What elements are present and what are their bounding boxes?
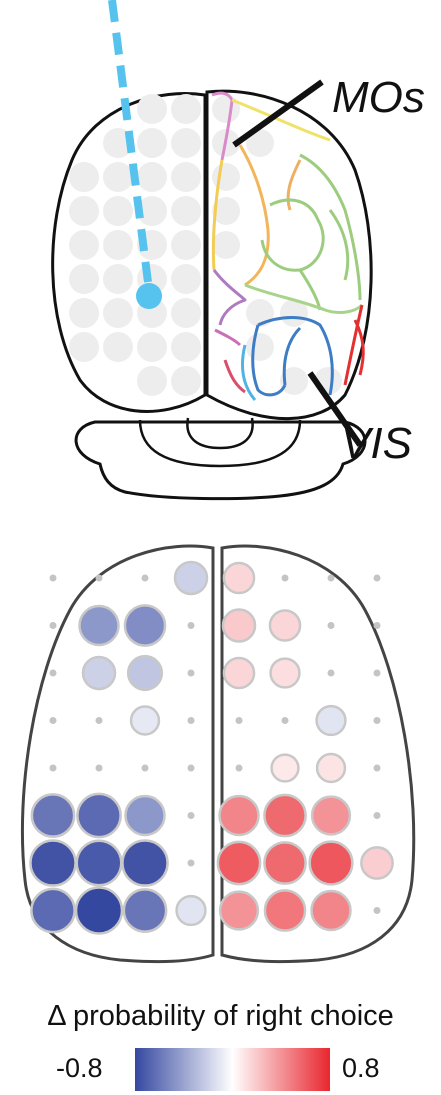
effect-dot-right-r7-c1 [263, 889, 307, 932]
effect-dot-left-r2-c2 [126, 654, 164, 692]
effect-dot-right-r3-c3 [373, 717, 381, 724]
effect-dot-right-r0-c3 [373, 574, 381, 582]
effect-dot-right-r6-c0 [216, 840, 262, 886]
effect-dot-left-r4-c3 [187, 764, 195, 772]
cerebellum-inner [138, 419, 302, 468]
effect-dot-left-r1-c0 [49, 622, 57, 629]
effect-dot-left-r6-c3 [187, 859, 195, 867]
effect-dot-right-r0-c0 [222, 561, 256, 595]
colorbar-max-label: 0.8 [342, 1053, 380, 1083]
cerebellum-outline [74, 420, 367, 501]
stimulation-grid [69, 94, 342, 396]
effect-dot-left-r2-c0 [49, 669, 57, 677]
effect-dot-right-r2-c2 [327, 669, 335, 677]
effect-dot-left-r1-c1 [78, 604, 120, 647]
effect-dot-left-r4-c0 [49, 764, 57, 772]
effect-dot-left-r0-c0 [49, 574, 57, 582]
cerebellum-vermis [186, 417, 254, 450]
effect-dot-left-r6-c1 [75, 839, 123, 887]
effect-dot-left-r5-c2 [124, 794, 166, 837]
effect-dot-left-r2-c1 [81, 655, 117, 691]
effect-dot-left-r3-c3 [187, 717, 195, 724]
effect-dot-left-r5-c0 [30, 793, 76, 838]
effect-dot-right-r4-c1 [270, 753, 300, 783]
effect-dot-right-r5-c3 [373, 812, 381, 819]
effect-dot-right-r6-c2 [308, 840, 354, 886]
colorbar-title: Δ probability of right choice [47, 1000, 394, 1032]
effect-dot-left-r5-c3 [187, 812, 195, 819]
effect-dot-left-r4-c1 [95, 764, 103, 772]
laser-probe-line [108, 0, 152, 283]
atlas-borders [211, 91, 365, 401]
effect-dot-left-r3-c1 [95, 717, 103, 724]
effect-dot-left-r1-c3 [187, 622, 195, 629]
vis-pointer [307, 371, 363, 447]
effect-dot-left-r5-c1 [76, 792, 122, 839]
top-brain-panel: MOs VIS [51, 0, 425, 501]
effect-dot-right-r6-c3 [360, 846, 394, 880]
effect-dot-right-r4-c2 [315, 752, 347, 784]
effect-dot-right-r4-c0 [235, 764, 243, 772]
effect-dot-right-r5-c0 [218, 794, 260, 837]
colorbar [135, 1048, 330, 1091]
effect-dot-right-r5-c2 [310, 795, 352, 836]
effect-dot-left-r2-c3 [187, 669, 195, 677]
effect-dots [29, 560, 394, 935]
right-hemisphere-outline [205, 89, 373, 421]
effect-dot-left-r7-c0 [30, 887, 76, 934]
effect-dot-right-r7-c0 [218, 890, 260, 931]
effect-dot-right-r2-c3 [373, 669, 381, 677]
mos-pointer [232, 79, 324, 148]
effect-dot-left-r6-c0 [29, 839, 77, 887]
effect-dot-right-r6-c1 [263, 841, 307, 885]
effect-dot-right-r5-c1 [263, 793, 307, 838]
effect-dot-right-r1-c1 [268, 609, 302, 642]
effect-dot-left-r1-c2 [123, 604, 167, 647]
effect-dot-left-r7-c2 [122, 888, 168, 933]
laser-spot-icon [136, 283, 162, 309]
effect-dot-left-r7-c1 [74, 886, 124, 935]
effect-dot-right-r1-c2 [327, 622, 335, 629]
effect-dot-left-r0-c3 [173, 560, 209, 596]
effect-dot-right-r1-c0 [221, 608, 257, 643]
effect-dot-right-r2-c1 [269, 657, 301, 689]
effect-dot-left-r3-c2 [129, 705, 161, 736]
effect-dot-left-r0-c2 [141, 574, 149, 582]
effect-dot-right-r7-c3 [373, 907, 381, 914]
mos-label: MOs [332, 73, 425, 122]
bottom-brain-panel [20, 544, 416, 964]
effect-dot-right-r7-c2 [310, 889, 352, 932]
colorbar-min-label: -0.8 [56, 1053, 103, 1083]
vis-label: VIS [341, 419, 412, 468]
effect-dot-right-r4-c3 [373, 764, 381, 772]
effect-dot-right-r2-c0 [222, 656, 256, 690]
effect-dot-left-r4-c2 [141, 764, 149, 772]
effect-dot-left-r7-c3 [175, 894, 207, 927]
effect-dot-left-r3-c0 [49, 717, 57, 724]
effect-dot-left-r6-c2 [121, 839, 169, 887]
effect-dot-right-r3-c1 [281, 717, 289, 724]
effect-dot-right-r3-c2 [315, 704, 347, 737]
effect-dot-right-r0-c1 [281, 574, 289, 582]
effect-dot-right-r0-c2 [327, 574, 335, 582]
effect-dot-left-r0-c1 [95, 574, 103, 582]
effect-dot-right-r1-c3 [373, 622, 381, 629]
effect-dot-right-r3-c0 [235, 717, 243, 724]
